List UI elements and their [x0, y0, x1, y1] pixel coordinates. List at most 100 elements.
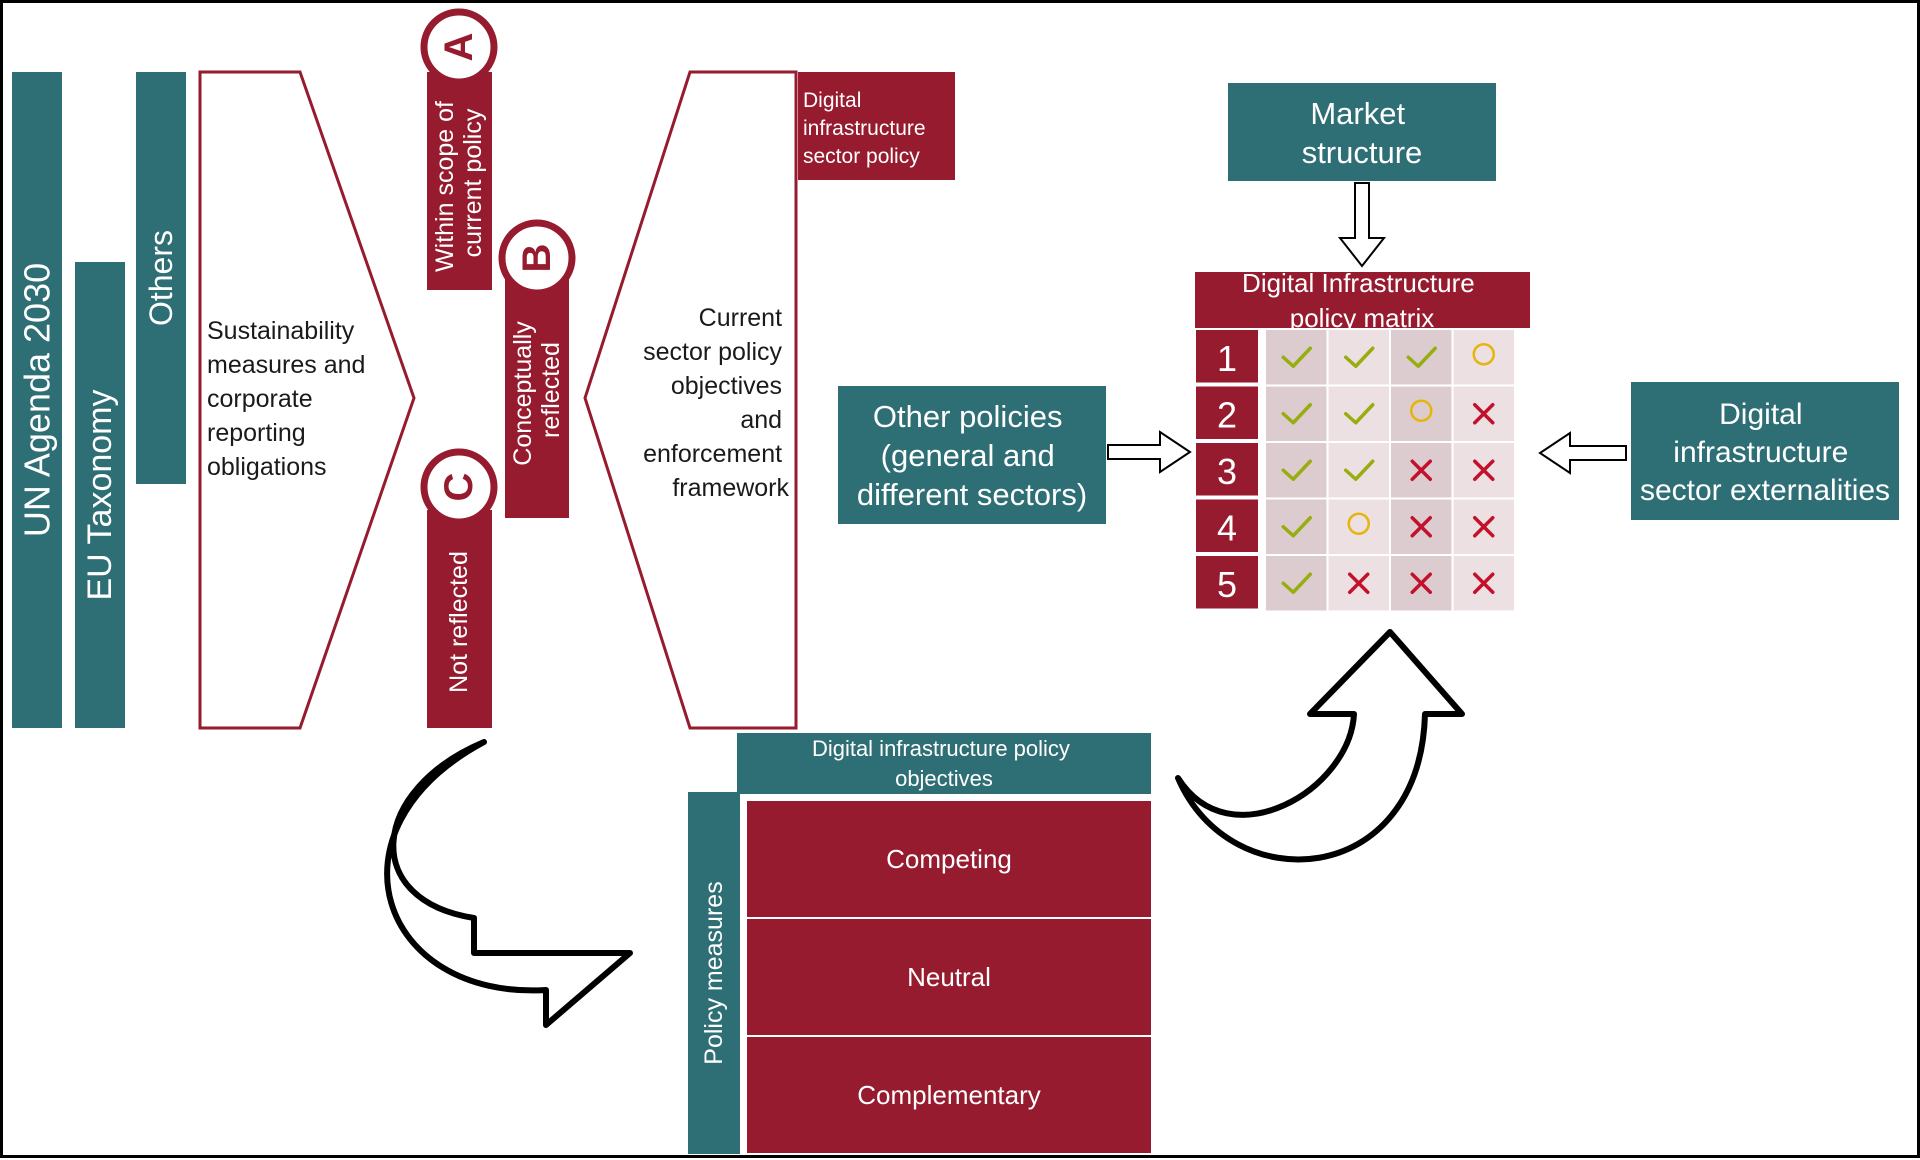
matrix-title-clip: Digital Infrastructure policy matrix: [1242, 268, 1482, 333]
sector-policy-line: Digital: [803, 89, 861, 112]
matrix-row-label: 3: [1217, 451, 1237, 492]
current-sector-chevron: [583, 70, 798, 730]
externalities-line: Digital: [1719, 398, 1802, 431]
others-label: Others: [143, 230, 179, 326]
market-structure-line: Market: [1310, 96, 1405, 131]
un-agenda-bar: [12, 72, 62, 728]
matrix-cell: [1328, 386, 1389, 441]
market-structure-text: Market structure: [1302, 96, 1423, 170]
check-icon: [1406, 346, 1437, 368]
measure-box: [747, 1037, 1151, 1153]
category-b-label: Conceptually reflected: [509, 314, 565, 465]
eu-taxonomy-bar: [75, 262, 125, 728]
matrix-title-line: Digital Infrastructure: [1242, 268, 1475, 298]
eu-taxonomy-label: EU Taxonomy: [81, 389, 119, 600]
matrix-row-label: 2: [1217, 394, 1237, 435]
cross-icon: [1348, 572, 1370, 594]
sustainability-line: corporate: [207, 385, 313, 413]
objectives-header-line: Digital infrastructure policy: [812, 736, 1070, 761]
current-sector-line: objectives: [671, 372, 782, 400]
sector-policy-line: infrastructure: [803, 117, 926, 140]
cross-icon: [1473, 403, 1495, 425]
other-policies-text: Other policies (general and different se…: [857, 399, 1087, 512]
down-arrow-icon: [1337, 182, 1387, 268]
objectives-header-line: objectives: [895, 766, 993, 791]
other-policies-line: different sectors): [857, 477, 1087, 512]
current-sector-line: enforcement: [643, 440, 782, 468]
market-structure-box: [1228, 83, 1496, 181]
sustainability-line: measures and: [207, 351, 365, 379]
category-b-badge: [498, 219, 576, 297]
matrix-row-label-box: [1196, 443, 1258, 496]
measure-label: Complementary: [857, 1080, 1041, 1110]
check-icon: [1344, 459, 1375, 481]
sustainability-text: Sustainability measures and corporate re…: [207, 317, 372, 481]
check-icon: [1281, 572, 1312, 594]
matrix-row-label: 4: [1217, 507, 1237, 548]
matrix-cell: [1266, 330, 1327, 385]
category-b-bar: [505, 262, 569, 518]
current-sector-text: Current sector policy objectives and enf…: [643, 304, 789, 502]
check-icon: [1281, 516, 1312, 538]
right-arrow-icon: [1107, 430, 1192, 474]
category-a-letter: A: [437, 33, 481, 62]
matrix-cell: [1391, 386, 1452, 441]
measure-box: [747, 801, 1151, 917]
sector-policy-line: sector policy: [803, 145, 920, 168]
cross-icon: [1410, 572, 1432, 594]
cross-icon: [1473, 459, 1495, 481]
category-c-label: Not reflected: [445, 551, 473, 693]
other-policies-box: [838, 386, 1106, 524]
category-a-label: Within scope of current policy: [431, 94, 487, 272]
left-arrow-icon: [1538, 431, 1627, 475]
matrix-row-label-box: [1196, 386, 1258, 439]
sector-policy-box: [798, 72, 955, 180]
other-policies-line: Other policies: [873, 399, 1063, 434]
cross-icon: [1410, 459, 1432, 481]
category-b-letter: B: [515, 244, 559, 273]
cross-icon: [1410, 516, 1432, 538]
externalities-line: sector externalities: [1640, 474, 1890, 507]
check-icon: [1281, 346, 1312, 368]
category-a-line: current policy: [459, 108, 487, 257]
other-policies-line: (general and: [881, 438, 1055, 473]
sustainability-line: Sustainability: [207, 317, 355, 345]
cross-icon: [1473, 572, 1495, 594]
sustainability-chevron: [198, 70, 416, 730]
sustainability-line: reporting: [207, 419, 306, 447]
matrix-cell: [1266, 386, 1327, 441]
externalities-box: [1631, 382, 1899, 520]
matrix-title-box: [1195, 272, 1530, 328]
externalities-text: Digital infrastructure sector externalit…: [1640, 398, 1890, 507]
matrix-title-line: policy matrix: [1290, 303, 1434, 333]
curved-arrow-down-icon: [384, 739, 633, 1028]
matrix-row-label-box: [1196, 330, 1258, 383]
category-c-bar: [427, 510, 492, 728]
category-c-letter: C: [437, 473, 481, 502]
measure-label: Competing: [886, 844, 1012, 874]
matrix-cell: [1266, 556, 1327, 611]
un-agenda-label: UN Agenda 2030: [17, 263, 58, 537]
cross-icon: [1473, 516, 1495, 538]
externalities-line: infrastructure: [1673, 436, 1848, 469]
matrix-cell: [1328, 330, 1389, 385]
circle-icon: [1472, 343, 1495, 366]
category-b-line: reflected: [537, 342, 565, 438]
matrix-row-label-box: [1196, 499, 1258, 552]
category-a-badge: [420, 8, 498, 86]
objectives-header-text: Digital infrastructure policy objectives: [812, 736, 1076, 791]
curved-arrow-up-icon: [1175, 629, 1465, 863]
matrix-row-label: 5: [1217, 564, 1237, 605]
matrix-cell: [1453, 330, 1514, 385]
measure-label: Neutral: [907, 962, 991, 992]
category-a-line: Within scope of: [431, 101, 459, 272]
matrix-cell: [1266, 499, 1327, 554]
circle-icon: [1410, 399, 1433, 422]
matrix-row-label-box: [1196, 556, 1258, 609]
matrix-cell: [1328, 499, 1389, 554]
sector-policy-text: Digital infrastructure sector policy: [803, 89, 931, 168]
matrix-title-text: Digital Infrastructure policy matrix: [1242, 268, 1482, 333]
category-a-bar: [427, 72, 492, 290]
policy-measures-label: Policy measures: [700, 881, 728, 1064]
current-sector-line: sector policy: [643, 338, 782, 366]
